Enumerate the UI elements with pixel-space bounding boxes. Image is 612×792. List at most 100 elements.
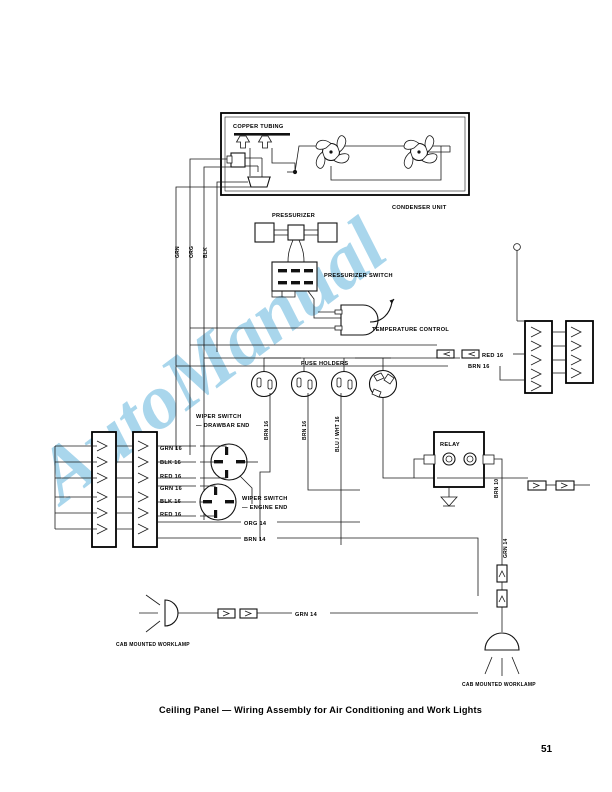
compressor-block — [230, 152, 246, 168]
condenser-top-harness — [294, 145, 450, 173]
fuse-4-clip-c — [371, 388, 382, 398]
wsd-term-mid-right — [236, 460, 245, 464]
connector-block-2 — [132, 431, 158, 548]
wse-lead-grn — [157, 485, 216, 492]
wsd-wire-blk: BLK 16 — [160, 460, 181, 466]
vertical-connector-1 — [496, 564, 508, 583]
temp-control-body — [340, 304, 379, 336]
wiper-drawbar-label-1: WIPER SWITCH — [196, 414, 242, 420]
harness-blk — [175, 186, 251, 450]
fuse-holder-1 — [250, 358, 278, 540]
worklamp-left-label: CAB MOUNTED WORKLAMP — [116, 642, 190, 648]
worklamp-right-dome — [484, 632, 520, 651]
right-connector-block-1 — [524, 320, 553, 394]
copper-tubing-label: COPPER TUBING — [233, 124, 284, 130]
relay-in-left — [413, 458, 424, 478]
right-lamp-feed-group: GRN 14 — [400, 537, 509, 632]
pressurizer-link-left — [274, 229, 288, 236]
tubing-fitting-1 — [235, 135, 251, 149]
relay-terminal-1 — [442, 452, 456, 466]
relay-terminal-1-inner — [445, 455, 453, 463]
label-red-16: RED 16 — [482, 353, 503, 359]
bus-label-brn14: BRN 14 — [244, 537, 266, 543]
fuse-drop-label-3: BLU / WHT 16 — [335, 416, 341, 452]
condenser-unit-label: CONDENSER UNIT — [392, 205, 447, 211]
harness-aux — [216, 181, 248, 352]
condenser-left-harness — [175, 158, 251, 520]
brn16-to-block — [499, 366, 525, 381]
wiper-switch-drawbar-group: WIPER SWITCH — DRAWBAR END GRN 16 BLK 16… — [157, 414, 258, 504]
fuse-holder-2 — [290, 358, 360, 491]
relay-label: RELAY — [440, 442, 460, 448]
relay-out-right — [494, 458, 503, 540]
arrow-connector-group-mid: RED 16 BRN 16 — [436, 349, 525, 381]
fuse-holder-3 — [330, 358, 358, 545]
copper-tubing-bar — [234, 133, 290, 136]
fuse-4-clip-b — [383, 373, 395, 385]
fan-1-center — [329, 150, 333, 154]
worklamp-left-group: CAB MOUNTED WORKLAMP GRN 14 — [116, 594, 478, 648]
inline-connector-b — [239, 608, 258, 619]
relay-terminal-2 — [463, 452, 477, 466]
ps-terminal-1 — [278, 269, 287, 273]
label-grn-14-bottom: GRN 14 — [295, 612, 318, 618]
wsd-term-mid-left — [214, 460, 223, 464]
fuse-1-lead-down — [259, 393, 271, 540]
wse-wire-red: RED 16 — [160, 512, 181, 518]
fuse-3-clip-b — [347, 379, 353, 390]
fan-2-blade-c — [421, 153, 438, 164]
ps-terminal-4 — [278, 281, 287, 285]
ps-out-mid — [282, 291, 296, 298]
worklamp-right-label: CAB MOUNTED WORKLAMP — [462, 682, 536, 688]
left-connector-block-outer — [54, 431, 117, 548]
arrow-connector-red-a — [436, 349, 455, 359]
relay-terminal-2-inner — [466, 455, 474, 463]
wire-label-grn: GRN — [175, 246, 181, 258]
vertical-connector-2 — [496, 589, 508, 608]
rcb2-terminals — [570, 326, 582, 379]
wse-term-mid-left — [203, 500, 212, 504]
pressurizer-left-box — [254, 222, 275, 243]
wse-term-mid-right — [225, 500, 234, 504]
wse-wire-grn: GRN 16 — [160, 486, 182, 492]
wsd-lead-grn — [157, 445, 227, 452]
right-top-terminal — [513, 243, 521, 251]
fan-2-blade-a — [403, 139, 420, 150]
right-lamp-bus-tie — [400, 537, 479, 596]
fuse-4-clip-a — [373, 372, 385, 382]
pressurizer-link-right — [304, 229, 318, 236]
wse-lead-red — [157, 513, 216, 517]
worklamp-right-rays — [484, 656, 520, 676]
arrow-connector-low-b — [555, 480, 575, 491]
fuse-3-clip-a — [336, 377, 342, 388]
receiver-pan — [247, 176, 271, 188]
bus-label-org14: ORG 14 — [244, 521, 267, 527]
rcb1-terminals — [530, 326, 542, 392]
connector-block-1 — [91, 431, 117, 548]
fan-1-blade-a — [315, 139, 332, 150]
fuse-2-lead-down — [307, 393, 360, 491]
figure-caption: Ceiling Panel — Wiring Assembly for Air … — [159, 705, 482, 715]
pressurizer-right-box — [317, 222, 338, 243]
wiper-engine-label-1: WIPER SWITCH — [242, 496, 288, 502]
fuse-1-clip-b — [267, 379, 273, 390]
label-brn-16: BRN 16 — [468, 364, 490, 370]
ps-terminal-3 — [304, 269, 313, 273]
wse-term-bot — [214, 510, 218, 518]
right-connector-upper-group — [513, 243, 594, 394]
arrow-connector-group-low — [437, 477, 590, 491]
fan-1-blade-d — [315, 151, 326, 169]
relay-ground-symbol — [440, 487, 458, 507]
ps-out-right — [307, 290, 341, 319]
inline-connector-a — [217, 608, 236, 619]
relay-wire-brn10: BRN 10 — [494, 479, 500, 498]
temperature-control-group: TEMPERATURE CONTROL — [190, 298, 449, 336]
trunk-wire-labels: GRN ORG BLK — [175, 246, 209, 258]
compressor-terminal — [226, 155, 233, 164]
ps-terminal-6 — [304, 281, 313, 285]
wsd-wire-grn: GRN 16 — [160, 446, 182, 452]
worklamp-right-group: CAB MOUNTED WORKLAMP — [462, 632, 536, 688]
fuse-holders-group: FUSE HOLDERS — [250, 357, 437, 545]
